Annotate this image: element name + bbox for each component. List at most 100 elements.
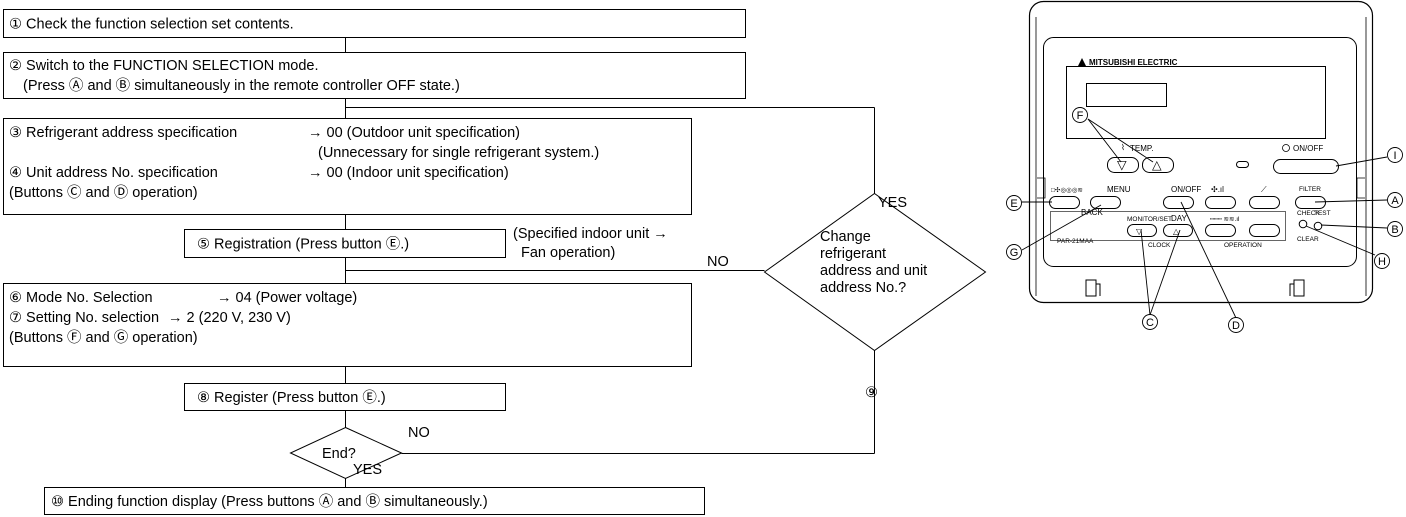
end-yes-label: YES xyxy=(353,462,382,478)
callout-c-letter: C xyxy=(1146,317,1154,329)
filter-label: FILTER xyxy=(1299,186,1321,193)
operation-down-button[interactable] xyxy=(1205,224,1236,237)
callout-h-letter: H xyxy=(1378,256,1386,268)
fan-icon: ✣.ıl xyxy=(1211,185,1224,194)
brand-label: MITSUBISHI ELECTRIC xyxy=(1089,58,1178,67)
remote-cover-outline xyxy=(1035,17,1367,296)
temp-up-button[interactable] xyxy=(1142,157,1174,173)
step7-text: ⑦ Setting No. selection xyxy=(9,310,159,326)
callout-a-letter: A xyxy=(1391,195,1399,207)
onoff-button[interactable] xyxy=(1273,159,1339,174)
step5-note-line2: Fan operation) xyxy=(521,245,615,261)
end-label: End? xyxy=(322,446,356,462)
row-onoff-button[interactable] xyxy=(1163,196,1194,209)
step3-note: (Unnecessary for single refrigerant syst… xyxy=(318,145,599,161)
hinge-right xyxy=(1289,279,1305,297)
vane-button[interactable] xyxy=(1249,196,1280,209)
step4-text: ④ Unit address No. specification xyxy=(9,165,218,181)
step6-text: ⑥ Mode No. Selection xyxy=(9,290,153,306)
step34-box xyxy=(3,118,692,215)
side-latch-right xyxy=(1356,177,1365,199)
test-label: TEST xyxy=(1314,210,1331,217)
step5-note-line1: (Specified indoor unit → xyxy=(513,226,668,242)
callout-letters: Ⓕ F I A B H E G C D xyxy=(1010,110,1400,332)
clock-up-icon: △ xyxy=(1173,227,1180,236)
temp-down-icon: ▽ xyxy=(1117,158,1127,172)
mode-button[interactable] xyxy=(1049,196,1080,209)
step3-text: ③ Refrigerant address specification xyxy=(9,125,237,141)
back-label: BACK xyxy=(1081,208,1103,217)
flowchart xyxy=(3,9,987,515)
fan-speed-button[interactable] xyxy=(1205,196,1236,209)
mitsubishi-logo-icon xyxy=(1078,58,1086,66)
callout-d-letter: D xyxy=(1232,320,1240,332)
step2-line2: (Press Ⓐ and Ⓑ simultaneously in the rem… xyxy=(23,77,460,94)
lower-control-group xyxy=(1050,211,1286,241)
callout-g-letter: G xyxy=(1010,247,1019,259)
menu-button[interactable] xyxy=(1090,196,1121,209)
day-label: DAY xyxy=(1171,214,1188,223)
check-button[interactable] xyxy=(1298,219,1308,229)
decision-no-label: NO xyxy=(707,254,729,270)
step67-buttons: (Buttons Ⓕ and Ⓖ operation) xyxy=(9,329,198,346)
step2-line1: ② Switch to the FUNCTION SELECTION mode. xyxy=(9,58,319,74)
step34-buttons: (Buttons Ⓒ and Ⓓ operation) xyxy=(9,184,198,201)
step2-box xyxy=(3,52,746,99)
lcd-segment-display xyxy=(1086,83,1167,107)
callout-f-letter: F xyxy=(1077,110,1084,122)
remote-controller: MITSUBISHI ELECTRIC ⌇ TEMP. ▽ △ ON/OFF □… xyxy=(1028,0,1374,304)
mode-icons: □✣◎◎◎≋ xyxy=(1051,187,1083,194)
flowchart-text: ① Check the function selection set conte… xyxy=(9,17,927,511)
step5-text: ⑤ Registration (Press button Ⓔ.) xyxy=(197,236,409,253)
step1-box xyxy=(3,9,746,38)
operation-up-button[interactable] xyxy=(1249,224,1280,237)
timer-icons: ┅┅┅ ≋≋.ıl xyxy=(1210,216,1240,223)
end-diamond xyxy=(289,426,403,480)
callout-b-letter: B xyxy=(1391,224,1398,236)
temp-up-icon: △ xyxy=(1152,158,1162,172)
onoff-label: ON/OFF xyxy=(1293,144,1323,153)
temp-label: TEMP. xyxy=(1130,144,1153,153)
step4-value: → 00 (Indoor unit specification) xyxy=(308,165,509,181)
remote-panel xyxy=(1043,37,1357,267)
decision-text-2: refrigerant xyxy=(820,246,886,262)
callout-lines xyxy=(1021,118,1388,319)
filter-button[interactable] xyxy=(1295,196,1326,209)
clock-label: CLOCK xyxy=(1148,242,1171,249)
clear-label: CLEAR xyxy=(1297,236,1319,243)
clock-down-icon: ▽ xyxy=(1136,227,1143,236)
end-no-label: NO xyxy=(408,425,430,441)
check-label: CHECK xyxy=(1297,210,1320,217)
hinge-left xyxy=(1085,279,1101,297)
operation-label: OPERATION xyxy=(1224,242,1262,249)
step10-box xyxy=(44,487,705,515)
step9-label: ⑨ xyxy=(865,385,878,401)
menu-label: MENU xyxy=(1107,185,1131,194)
decision-text-3: address and unit xyxy=(820,263,927,279)
test-button[interactable] xyxy=(1313,221,1323,231)
step7-value: → 2 (220 V, 230 V) xyxy=(168,310,291,326)
step1-text: ① Check the function selection set conte… xyxy=(9,17,294,33)
temp-icon: ⌇ xyxy=(1121,143,1125,152)
step5-box xyxy=(184,229,506,258)
step8-box xyxy=(184,383,506,411)
step8-text: ⑧ Register (Press button Ⓔ.) xyxy=(197,389,386,406)
callout-i-letter: I xyxy=(1393,150,1396,162)
power-symbol-icon xyxy=(1282,144,1290,152)
vane-icon: ⟋ xyxy=(1261,185,1267,194)
decision-text-1: Change xyxy=(820,229,871,245)
callout-markers xyxy=(1006,107,1403,333)
step10-text: ⑩ Ending function display (Press buttons… xyxy=(51,493,488,510)
temp-down-button[interactable] xyxy=(1107,157,1139,173)
monitor-set-label: MONITOR/SET xyxy=(1127,216,1172,223)
operation-lamp xyxy=(1236,161,1249,168)
decision-text-4: address No.? xyxy=(820,280,906,296)
decision-yes-label: YES xyxy=(878,195,907,211)
row-onoff-label: ON/OFF xyxy=(1171,185,1201,194)
side-latch-left xyxy=(1037,177,1046,199)
step6-value: → 04 (Power voltage) xyxy=(217,290,357,306)
step3-value: → 00 (Outdoor unit specification) xyxy=(308,125,520,141)
callout-e-letter: E xyxy=(1010,198,1017,210)
model-label: PAR-21MAA xyxy=(1057,238,1094,245)
